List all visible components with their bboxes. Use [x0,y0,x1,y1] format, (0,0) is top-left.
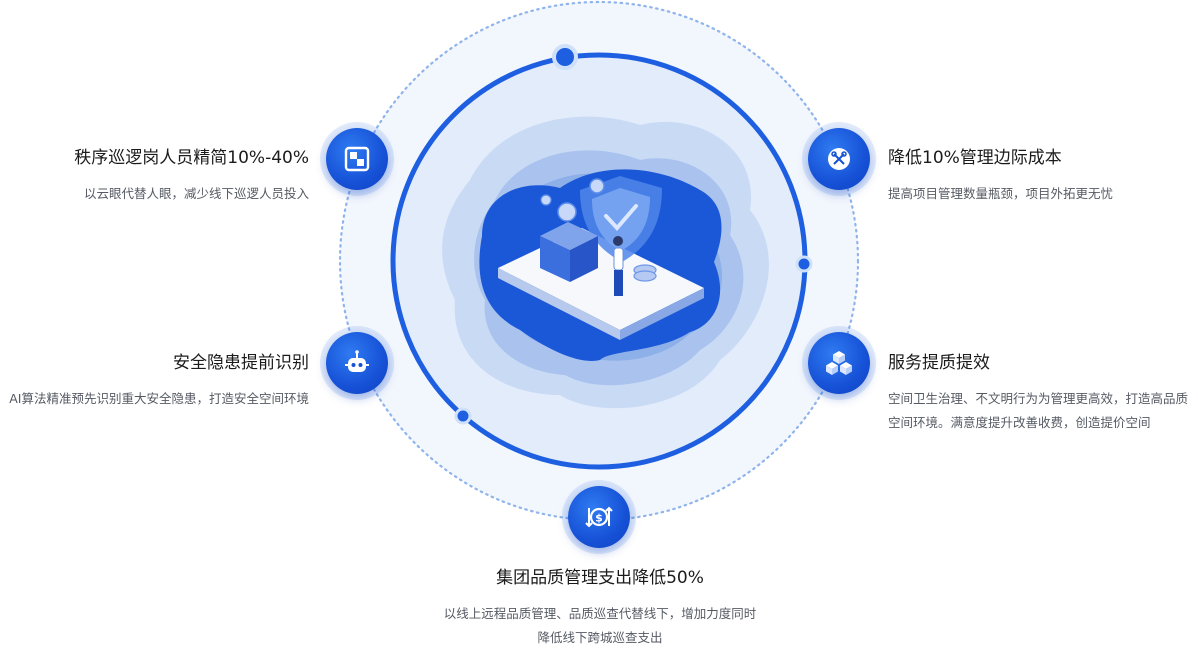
tools-icon [808,128,870,190]
feature-title: 安全隐患提前识别 [173,353,309,373]
feature-title: 集团品质管理支出降低50% [496,568,704,588]
feature-title: 降低10%管理边际成本 [888,148,1062,168]
feature-title: 服务提质提效 [888,353,990,373]
coin-stack [633,270,657,282]
terminal-top [540,222,598,250]
coin [557,202,577,222]
ring-node-bottom-left [454,407,472,425]
feature-description: AI算法精准预先识别重大安全隐患，打造安全空间环境 [9,391,309,406]
money-exchange-icon: $ [568,486,630,548]
person-body [613,247,624,271]
shield-check-mark [604,204,638,232]
feature-description: 提高项目管理数量瓶颈，项目外拓更无忧 [888,186,1114,201]
feature-top-right: 降低10%管理边际成本 提高项目管理数量瓶颈，项目外拓更无忧 [888,146,1188,206]
feature-description: 空间卫生治理、不文明行为为管理更高效，打造高品质空间环境。满意度提升改善收费，创… [888,391,1189,430]
coin [589,178,605,194]
feature-mid-left: 安全隐患提前识别 AI算法精准预先识别重大安全隐患，打造安全空间环境 [0,351,309,411]
person-head [613,236,623,246]
feature-top-left: 秩序巡逻岗人员精简10%-40% 以云眼代替人眼，减少线下巡逻人员投入 [0,146,309,206]
ring-node-top [552,44,578,70]
terminal-left [540,236,570,282]
platform-left-side [498,268,620,340]
terminal-right [570,236,598,282]
cubes-icon [808,332,870,394]
window-monitor-icon [326,128,388,190]
coin [540,194,552,206]
robot-icon [326,332,388,394]
person-legs [614,270,623,296]
svg-text:$: $ [595,512,603,525]
feature-description: 以线上远程品质管理、品质巡查代替线下，增加力度同时降低线下跨城巡查支出 [443,606,757,645]
feature-bottom: 集团品质管理支出降低50% 以线上远程品质管理、品质巡查代替线下，增加力度同时降… [440,566,760,650]
feature-description: 以云眼代替人眼，减少线下巡逻人员投入 [83,186,309,201]
feature-mid-right: 服务提质提效 空间卫生治理、不文明行为为管理更高效，打造高品质空间环境。满意度提… [888,351,1198,435]
feature-title: 秩序巡逻岗人员精简10%-40% [74,148,309,168]
ring-node-right [795,255,813,273]
security-shield-inner [592,188,650,251]
platform-right-side [620,288,704,340]
